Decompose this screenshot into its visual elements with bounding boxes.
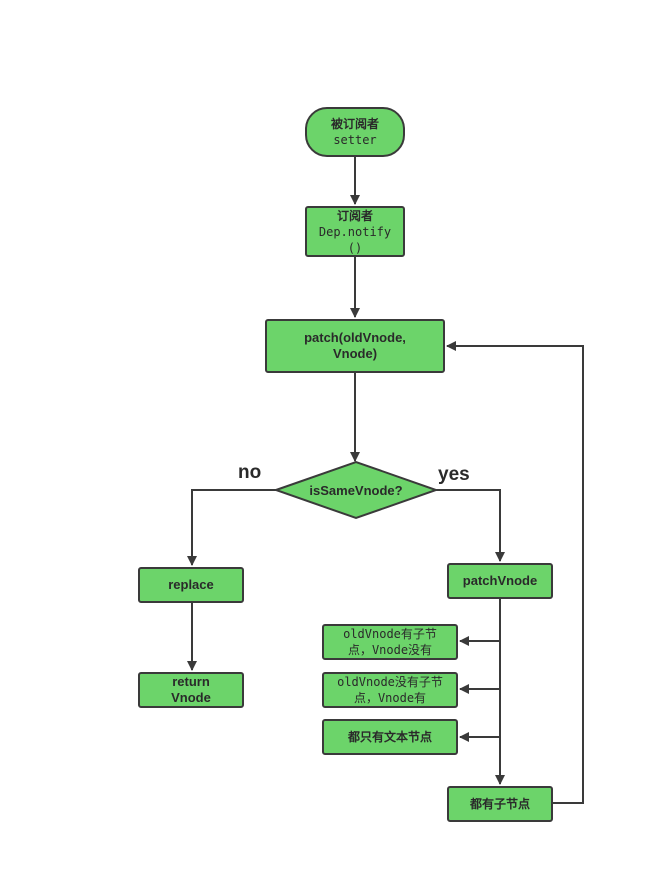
patch-vnode-label: patchVnode	[462, 573, 538, 588]
decision-diamond	[272, 460, 440, 520]
setter-node-line2: setter	[333, 133, 377, 147]
notify-node-line3: ()	[347, 240, 363, 255]
case-new-children-line1: oldVnode没有子节	[337, 675, 443, 689]
case-new-children-node: oldVnode没有子节 点，Vnode有	[322, 672, 458, 708]
edge-label-no: no	[238, 462, 262, 483]
return-vnode-node: return Vnode	[138, 672, 244, 708]
patch-vnode-node: patchVnode	[447, 563, 553, 599]
patch-node-line1: patch(oldVnode,	[304, 330, 406, 345]
notify-node: 订阅者 Dep.notify ()	[305, 206, 405, 257]
return-vnode-line2: Vnode	[171, 690, 211, 705]
edge-label-yes: yes	[438, 464, 470, 485]
notify-node-line1: 订阅者	[336, 208, 373, 223]
case-both-children-label: 都有子节点	[469, 797, 530, 811]
edge-decision-no	[187, 489, 276, 566]
patch-node: patch(oldVnode, Vnode)	[265, 319, 445, 373]
replace-node: replace	[138, 567, 244, 603]
return-vnode-line1: return	[172, 674, 210, 689]
case-text-only-label: 都只有文本节点	[347, 730, 432, 744]
case-text-only-node: 都只有文本节点	[322, 719, 458, 755]
case-old-children-line1: oldVnode有子节	[343, 627, 437, 641]
edge-decision-yes	[436, 489, 505, 562]
replace-node-label: replace	[168, 577, 214, 592]
decision-label: isSameVnode?	[309, 482, 403, 498]
edge-loop-back-to-patch	[446, 341, 584, 804]
case-new-children-line2: 点，Vnode有	[353, 691, 427, 705]
case-old-children-line2: 点，Vnode没有	[347, 643, 433, 657]
patch-node-line2: Vnode)	[332, 346, 378, 361]
case-old-children-node: oldVnode有子节 点，Vnode没有	[322, 624, 458, 660]
notify-node-line2: Dep.notify	[318, 224, 392, 239]
setter-node-line1: 被订阅者	[330, 117, 379, 131]
case-both-children-node: 都有子节点	[447, 786, 553, 822]
setter-node: 被订阅者 setter	[305, 107, 405, 157]
